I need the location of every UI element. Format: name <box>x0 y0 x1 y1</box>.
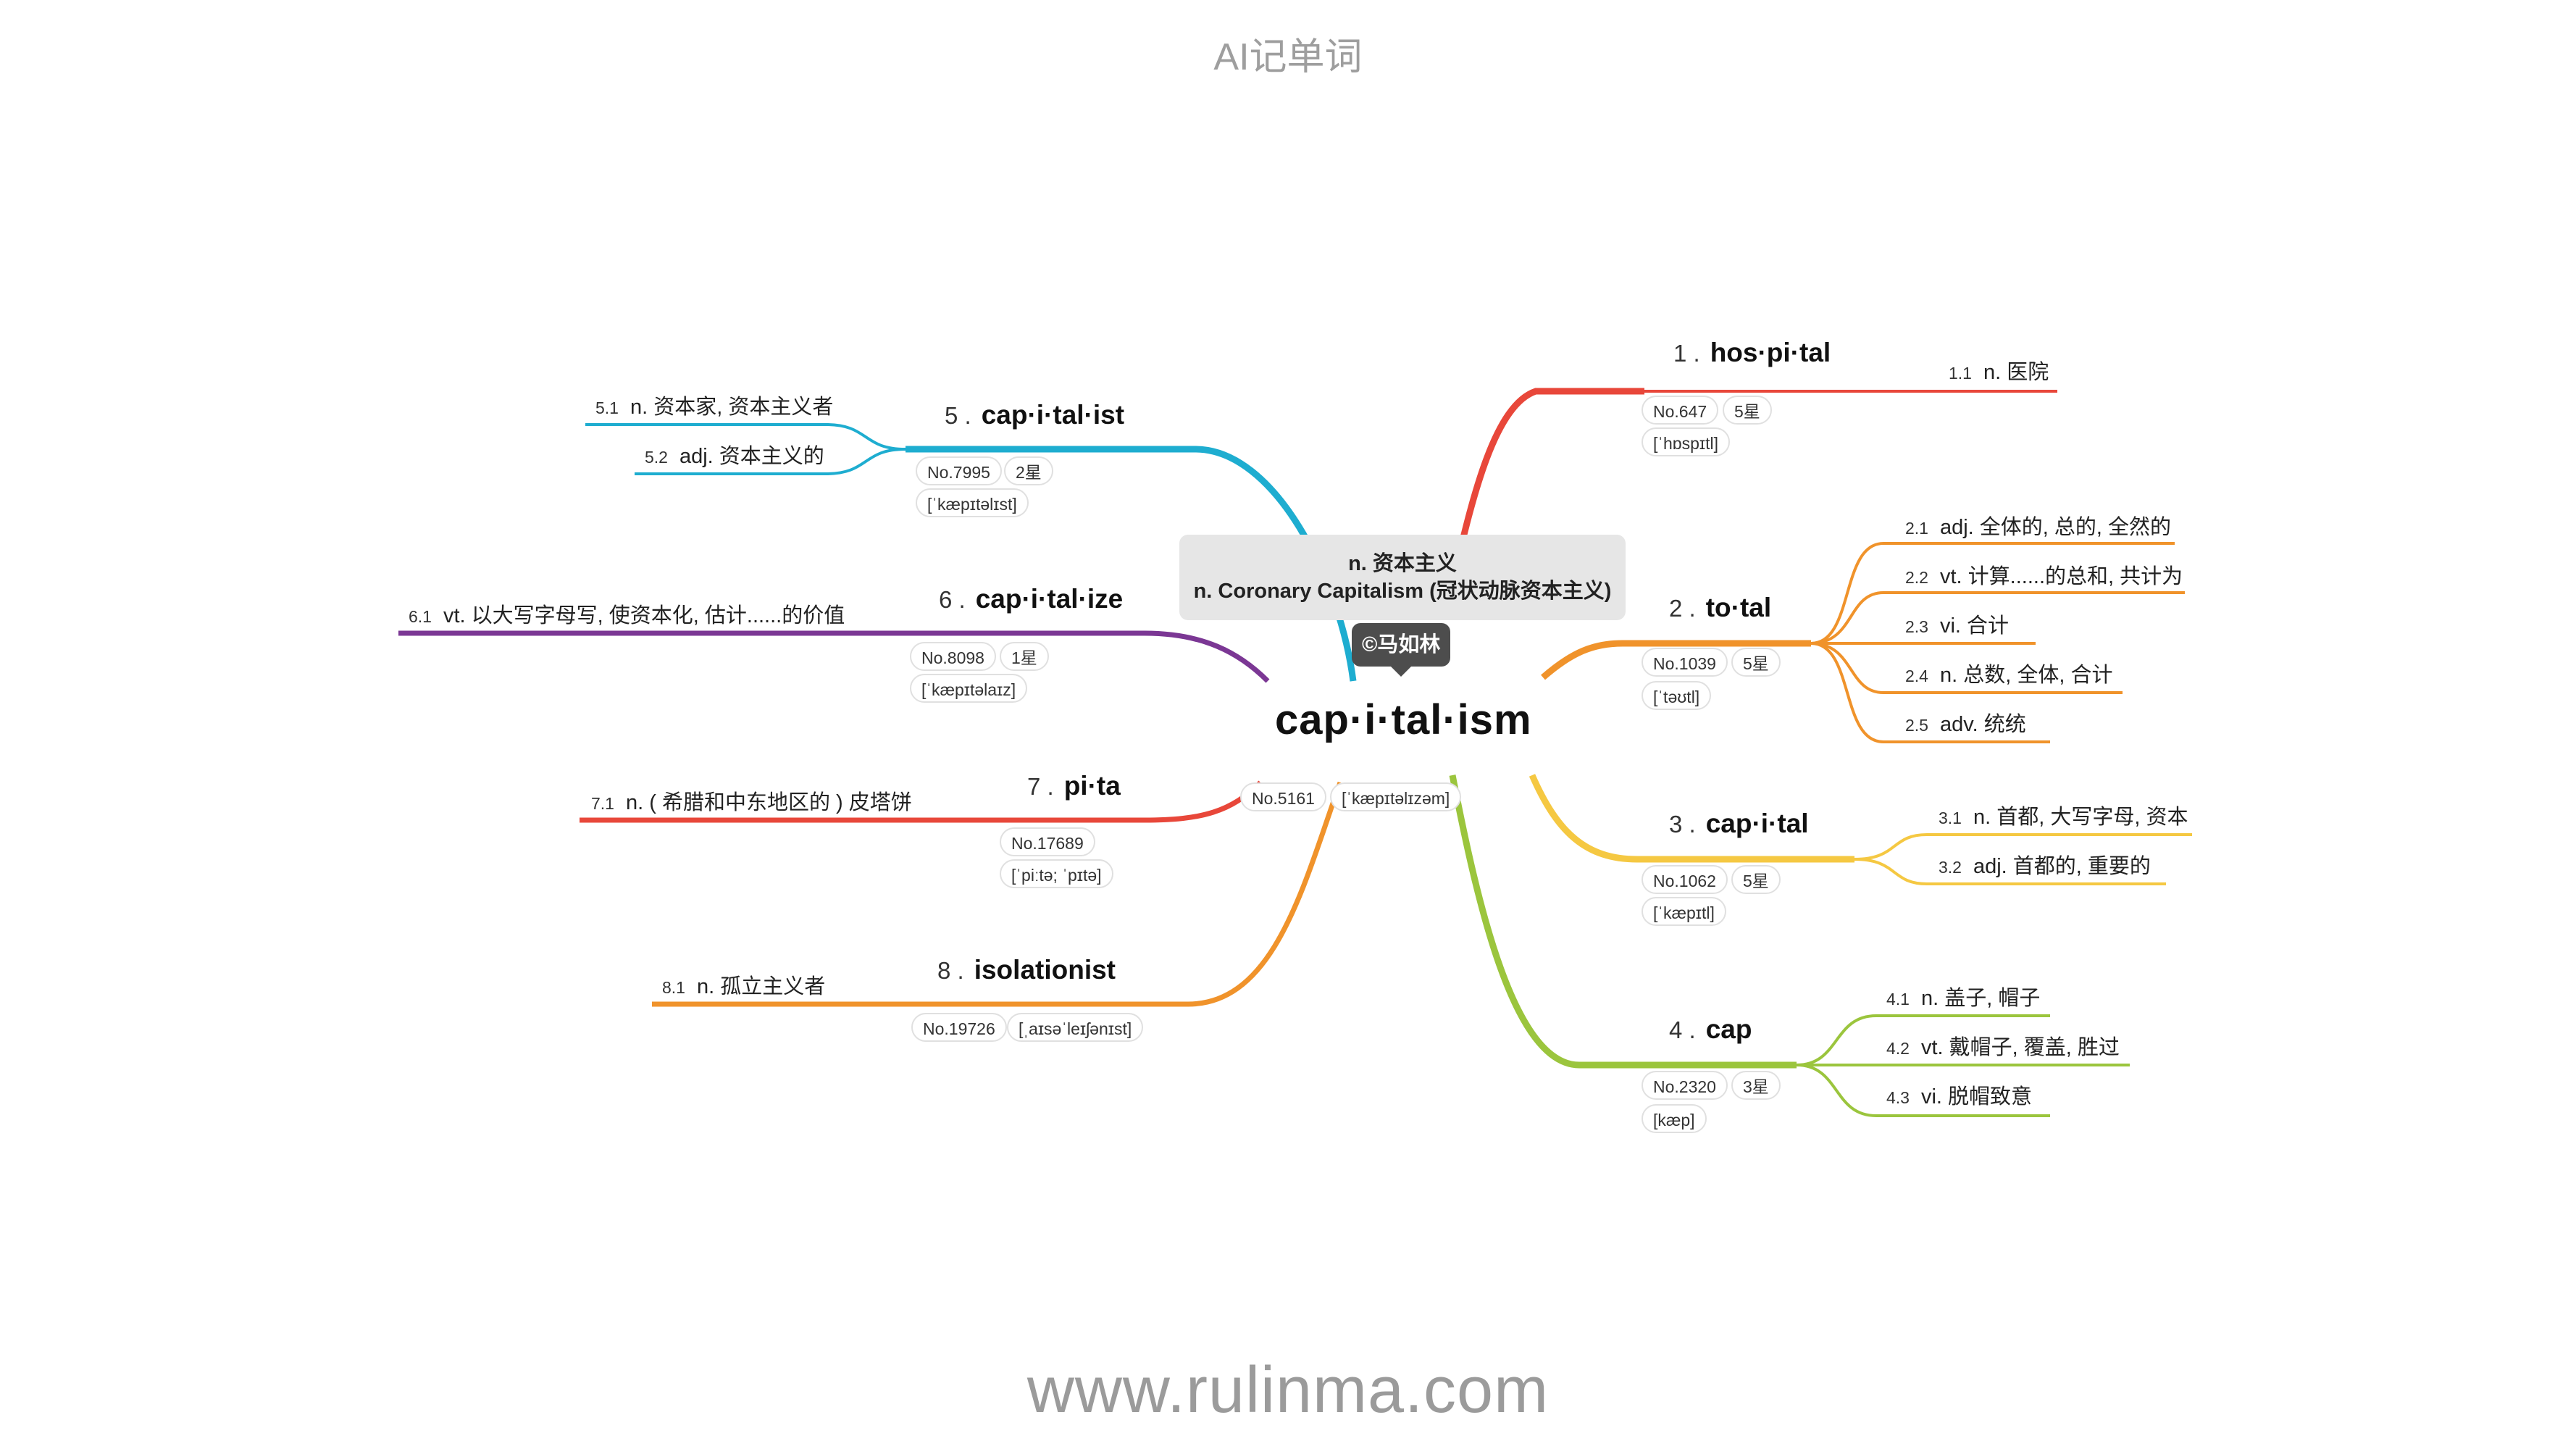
branch-4-stars-tag: 3星 <box>1731 1071 1781 1100</box>
branch-2-number: 2 . <box>1669 595 1696 622</box>
link-capitalist-5-1 <box>585 423 906 451</box>
branch-8-number: 8 . <box>937 957 964 984</box>
branch-1-phonetic-tag: [ˈhɒspɪtl] <box>1642 427 1731 456</box>
branch-6-word[interactable]: 6 . cap·i·tal·ize <box>939 584 1123 614</box>
branch-5-rank-tag: No.7995 <box>916 456 1002 485</box>
branch-6-rank-tag: No.8098 <box>910 642 996 671</box>
branch-8-word[interactable]: 8 . isolationist <box>937 955 1116 985</box>
branch-1-label: hos·pi·tal <box>1710 338 1831 367</box>
link-total-2-5 <box>1810 642 2050 743</box>
central-definition-line-1: n. 资本主义 <box>1348 552 1457 575</box>
branch-1-stars-tag: 5星 <box>1723 396 1772 425</box>
central-word[interactable]: cap·i·tal·ism <box>1275 696 1532 743</box>
link-total-2-2 <box>1810 591 2185 645</box>
branch-1-rank-tag: No.647 <box>1642 396 1719 425</box>
link-capital-3-2 <box>1854 858 2166 885</box>
branch-3-word[interactable]: 3 . cap·i·tal <box>1669 809 1809 839</box>
branch-3-rank-tag: No.1062 <box>1642 865 1728 894</box>
branch-8-label: isolationist <box>974 955 1116 985</box>
branch-3-stars-tag: 5星 <box>1731 865 1781 894</box>
link-capital-3-1 <box>1854 833 2192 861</box>
central-phonetic-tag: [ˈkæpɪtəlɪzəm] <box>1330 782 1462 811</box>
header-title: AI记单词 <box>1213 36 1363 78</box>
branch-2-word[interactable]: 2 . to·tal <box>1669 593 1771 623</box>
central-definition-line-2: n. Coronary Capitalism (冠状动脉资本主义) <box>1193 580 1612 603</box>
branch-2-phonetic-tag: [ˈtəʊtl] <box>1642 681 1712 710</box>
branch-7-number: 7 . <box>1027 773 1054 800</box>
link-cap-4-1 <box>1796 1014 2050 1066</box>
link-central-capital <box>1529 774 1854 863</box>
link-central-cap <box>1449 774 1797 1069</box>
branch-5-label: cap·i·tal·ist <box>981 400 1125 430</box>
branch-3-label: cap·i·tal <box>1705 809 1809 838</box>
branch-2-label: to·tal <box>1705 593 1772 622</box>
link-capitalist-5-2 <box>635 448 906 475</box>
branch-5-number: 5 . <box>945 402 971 429</box>
branch-4-number: 4 . <box>1669 1016 1696 1043</box>
link-central-isolationist <box>652 781 1343 1007</box>
link-central-capitalize <box>398 630 1270 683</box>
branch-7-label: pi·ta <box>1063 771 1121 801</box>
branch-4-word[interactable]: 4 . cap <box>1669 1014 1752 1045</box>
branch-8-rank-tag: No.19726 <box>911 1013 1007 1042</box>
branch-6-phonetic-tag: [ˈkæpɪtəlaɪz] <box>910 674 1028 703</box>
link-total-2-1 <box>1810 542 2175 645</box>
link-cap-4-3 <box>1796 1064 2050 1117</box>
branch-2-stars-tag: 5星 <box>1731 648 1781 677</box>
footer-url[interactable]: www.rulinma.com <box>1026 1354 1550 1427</box>
branch-4-label: cap <box>1705 1014 1752 1044</box>
central-definition-box: n. 资本主义 n. Coronary Capitalism (冠状动脉资本主义… <box>1179 535 1626 620</box>
branch-4-phonetic-tag: [kæp] <box>1642 1104 1707 1133</box>
branch-7-word[interactable]: 7 . pi·ta <box>1027 771 1121 801</box>
branch-3-number: 3 . <box>1669 811 1696 838</box>
branch-6-label: cap·i·tal·ize <box>975 584 1124 614</box>
branch-5-word[interactable]: 5 . cap·i·tal·ist <box>945 400 1124 430</box>
branch-8-phonetic-tag: [ˌaɪsəˈleɪʃənɪst] <box>1007 1013 1144 1042</box>
branch-3-phonetic-tag: [ˈkæpɪtl] <box>1642 897 1726 926</box>
branch-5-stars-tag: 2星 <box>1004 456 1053 485</box>
branch-1-number: 1 . <box>1673 340 1700 367</box>
branch-7-rank-tag: No.17689 <box>1000 827 1095 856</box>
link-central-total <box>1541 640 1811 680</box>
branch-7-phonetic-tag: [ˈpiːtə; ˈpɪtə] <box>1000 859 1113 888</box>
link-central-capitalist <box>906 446 1357 682</box>
author-tag: ©马如林 <box>1352 623 1451 677</box>
branch-5-phonetic-tag: [ˈkæpɪtəlɪst] <box>916 488 1029 517</box>
branch-6-stars-tag: 1星 <box>1000 642 1049 671</box>
branch-2-rank-tag: No.1039 <box>1642 648 1728 677</box>
link-total-2-4 <box>1810 642 2123 694</box>
branch-6-number: 6 . <box>939 586 966 613</box>
central-rank-tag: No.5161 <box>1240 782 1326 811</box>
branch-4-rank-tag: No.2320 <box>1642 1071 1728 1100</box>
branch-1-word[interactable]: 1 . hos·pi·tal <box>1673 338 1831 368</box>
